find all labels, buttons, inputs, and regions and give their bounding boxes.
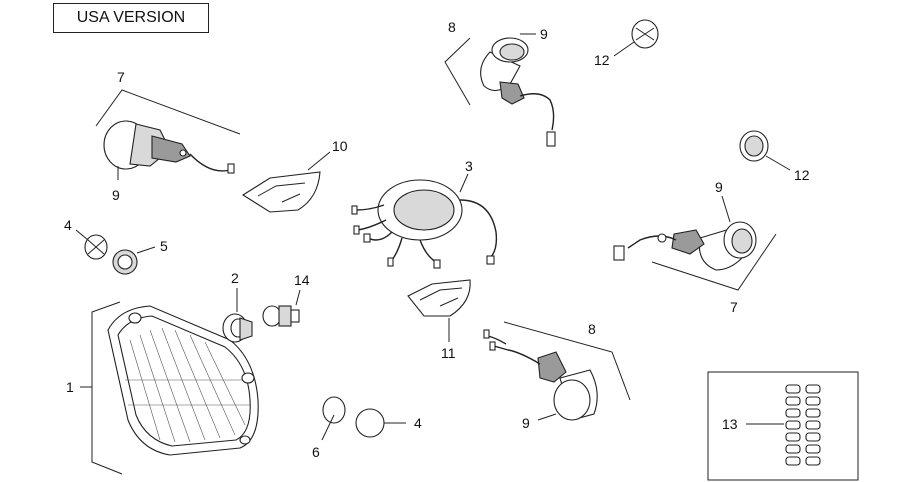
- callout-10: 10: [332, 138, 348, 154]
- fuse-panel-frame: [707, 371, 859, 481]
- callout-8-top: 8: [448, 19, 456, 35]
- callout-9-right: 9: [715, 179, 723, 195]
- callout-7-top: 7: [117, 69, 125, 85]
- turn-signal-rear-left[interactable]: [480, 37, 556, 147]
- bracket-7-right: [651, 233, 777, 291]
- turn-signal-rear-right[interactable]: [483, 329, 598, 421]
- turn-signal-front-left[interactable]: [103, 120, 235, 174]
- callout-12-top: 12: [594, 52, 610, 68]
- callout-12-right: 12: [794, 167, 810, 183]
- callout-13: 13: [722, 416, 738, 432]
- fuse-set[interactable]: [785, 384, 821, 466]
- parking-light-socket[interactable]: [84, 234, 108, 260]
- callout-8-bottom: 8: [588, 321, 596, 337]
- parking-light-bulb[interactable]: [112, 249, 138, 275]
- signal-cap-top[interactable]: [631, 19, 659, 49]
- callout-6: 6: [312, 444, 320, 460]
- callout-7-right: 7: [730, 299, 738, 315]
- callout-1: 1: [66, 379, 74, 395]
- side-reflector-left[interactable]: [241, 171, 321, 213]
- signal-cap-right[interactable]: [739, 130, 769, 162]
- callout-11: 11: [441, 345, 456, 361]
- headlight-assembly[interactable]: [107, 305, 259, 456]
- side-reflector-center[interactable]: [407, 279, 471, 317]
- wiring-harness[interactable]: [351, 179, 498, 269]
- callout-4-bottom: 4: [414, 415, 422, 431]
- callout-4-left: 4: [64, 217, 72, 233]
- callout-9-left: 9: [112, 187, 120, 203]
- callout-9-top: 9: [540, 26, 548, 42]
- bracket-7-top: [95, 89, 241, 135]
- bracket-8-bottom: [503, 321, 631, 401]
- callout-14: 14: [294, 272, 310, 288]
- callout-5: 5: [160, 238, 168, 254]
- small-lens-rear[interactable]: [322, 396, 346, 424]
- bracket-8-top: [444, 37, 471, 106]
- headlight-bulb[interactable]: [262, 305, 300, 327]
- callout-2: 2: [231, 270, 239, 286]
- callout-9-bottom: 9: [522, 415, 530, 431]
- bulb-holder[interactable]: [222, 313, 253, 343]
- small-lens-front[interactable]: [355, 408, 385, 438]
- turn-signal-front-right[interactable]: [613, 221, 757, 271]
- usa-version-label: USA VERSION: [53, 3, 209, 33]
- callout-3: 3: [465, 158, 473, 174]
